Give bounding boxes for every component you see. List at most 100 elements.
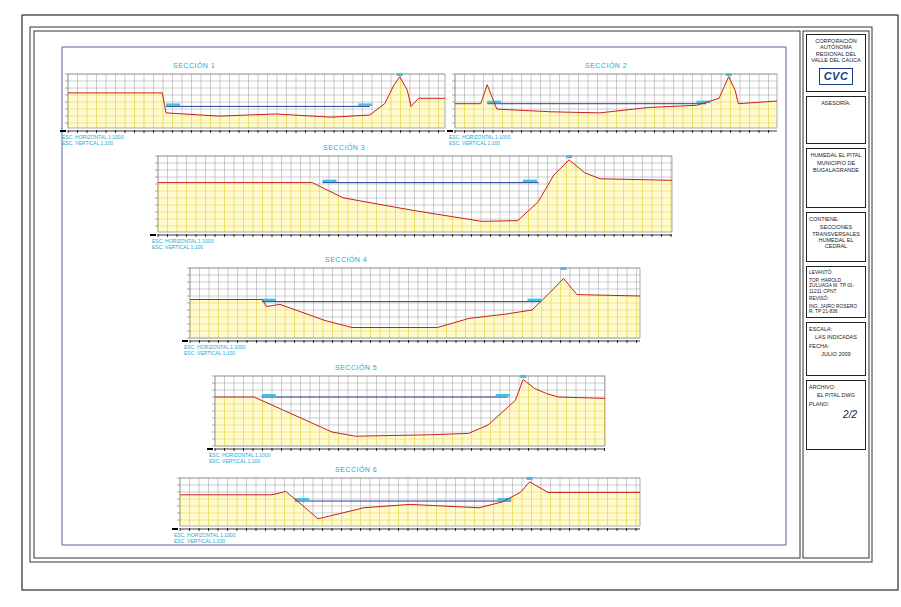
grid-border bbox=[68, 74, 445, 128]
cross-section-panel: SECCIÓN 2ESC. HORIZONTAL 1:1000ESC. VERT… bbox=[455, 74, 777, 128]
title-block-text: TOP. HAROLD ZULUAGA M. TP 01-11211 CPNT bbox=[809, 278, 863, 295]
terrain-profile bbox=[158, 160, 672, 222]
title-block-frame bbox=[803, 31, 869, 558]
title-block-text: ARCHIVO: bbox=[809, 384, 863, 390]
section-profile bbox=[207, 375, 605, 451]
crest-mark bbox=[561, 267, 567, 270]
water-level bbox=[295, 501, 511, 502]
scale-note: ESC. HORIZONTAL 1:1000 bbox=[449, 135, 510, 141]
title-block-cell: LEVANTÓ:TOP. HAROLD ZULUAGA M. TP 01-112… bbox=[806, 266, 866, 318]
cross-sections bbox=[60, 73, 777, 531]
grid bbox=[190, 268, 640, 338]
sheet-border bbox=[22, 15, 898, 590]
section-profile bbox=[182, 267, 640, 343]
level-mark bbox=[295, 498, 309, 501]
title-block-text: PLANO: bbox=[809, 401, 863, 407]
scale-note: ESC. VERTICAL 1:100 bbox=[184, 351, 235, 357]
terrain-profile bbox=[190, 279, 640, 328]
title-block-text: CORPORACIÓN AUTÓNOMA REGIONAL DEL VALLE … bbox=[809, 38, 863, 63]
ground-fill bbox=[190, 268, 640, 338]
scale-note: ESC. HORIZONTAL 1:1000 bbox=[152, 239, 213, 245]
scale-note: ESC. HORIZONTAL 1:1000 bbox=[174, 533, 235, 539]
grid-border bbox=[190, 268, 640, 338]
title-block-text: ASESORÍA: bbox=[821, 100, 851, 106]
cross-section-panel: SECCIÓN 3ESC. HORIZONTAL 1:1000ESC. VERT… bbox=[158, 156, 672, 232]
station-axis bbox=[207, 376, 605, 451]
station-axis bbox=[60, 74, 445, 133]
grid-border bbox=[180, 478, 640, 526]
scale-note: ESC. HORIZONTAL 1:1000 bbox=[209, 453, 270, 459]
cross-section-panel: SECCIÓN 5ESC. HORIZONTAL 1:1000ESC. VERT… bbox=[215, 376, 605, 446]
scale-note: ESC. VERTICAL 1:100 bbox=[449, 141, 500, 147]
title-block-cell: HUMEDAL EL PITAL MUNICIPIO DE BUGALAGRAND… bbox=[806, 148, 866, 208]
level-mark bbox=[496, 394, 510, 397]
title-block-cell: CORPORACIÓN AUTÓNOMA REGIONAL DEL VALLE … bbox=[806, 34, 866, 92]
section-title: SECCIÓN 2 bbox=[585, 62, 627, 70]
scale-note: ESC. VERTICAL 1:100 bbox=[62, 141, 113, 147]
cross-section-panel: SECCIÓN 1ESC. HORIZONTAL 1:1000ESC. VERT… bbox=[68, 74, 445, 128]
crest-mark bbox=[566, 155, 572, 158]
water-level bbox=[322, 182, 538, 183]
grid-border bbox=[158, 156, 672, 232]
station-axis bbox=[150, 156, 672, 237]
crest-mark bbox=[520, 375, 526, 378]
water-level bbox=[487, 103, 706, 104]
drawing-area bbox=[62, 47, 786, 545]
level-mark bbox=[262, 299, 276, 302]
title-block-text: EL PITAL.DWG bbox=[817, 392, 855, 398]
cross-section-panel: SECCIÓN 6ESC. HORIZONTAL 1:1000ESC. VERT… bbox=[180, 478, 640, 526]
section-title: SECCIÓN 1 bbox=[173, 62, 215, 70]
terrain-profile bbox=[215, 380, 605, 437]
scale-note: ESC. HORIZONTAL 1:1000 bbox=[184, 345, 245, 351]
level-mark bbox=[523, 180, 537, 183]
scale-note: ESC. VERTICAL 1:100 bbox=[209, 459, 260, 465]
terrain-profile bbox=[455, 77, 777, 113]
title-block-text: HUMEDAL EL PITAL bbox=[810, 152, 861, 158]
ground-fill bbox=[215, 376, 605, 446]
grid bbox=[158, 156, 671, 232]
section-profile bbox=[172, 477, 640, 531]
station-axis bbox=[172, 478, 640, 531]
terrain-profile bbox=[180, 482, 640, 519]
scale-note: ESC. HORIZONTAL 1:1000 bbox=[62, 135, 123, 141]
scale-note: ESC. VERTICAL 1:100 bbox=[152, 245, 203, 251]
water-level bbox=[262, 397, 508, 398]
title-block-cell: ESCALA:LAS INDICADASFECHA:JULIO 2009 bbox=[806, 322, 866, 376]
logo-text: CVC bbox=[819, 68, 854, 85]
title-block-cell: ASESORÍA: bbox=[806, 96, 866, 144]
ground-fill bbox=[68, 74, 445, 128]
title-block-text: 2/2 bbox=[843, 409, 857, 421]
title-block-text: SECCIONES TRANSVERSALES HUMEDAL EL CEDRA… bbox=[809, 224, 863, 249]
level-mark bbox=[322, 180, 336, 183]
water-level bbox=[166, 106, 370, 107]
station-axis bbox=[182, 268, 640, 343]
section-title: SECCIÓN 4 bbox=[325, 256, 367, 264]
grid bbox=[215, 376, 605, 446]
section-title: SECCIÓN 3 bbox=[323, 144, 365, 152]
level-mark bbox=[528, 299, 542, 302]
section-profile bbox=[447, 73, 777, 133]
frame-inner bbox=[34, 31, 800, 558]
frame-outer bbox=[30, 27, 872, 562]
section-profile bbox=[150, 155, 672, 237]
title-block-cell: CONTIENE:SECCIONES TRANSVERSALES HUMEDAL… bbox=[806, 212, 866, 262]
cross-section-panel: SECCIÓN 4ESC. HORIZONTAL 1:1000ESC. VERT… bbox=[190, 268, 640, 338]
grid-border bbox=[215, 376, 605, 446]
title-block-text: ING. JAIRO ROSERO R. TP 21-836 bbox=[809, 304, 863, 315]
section-title: SECCIÓN 5 bbox=[335, 364, 377, 372]
level-mark bbox=[358, 103, 372, 106]
level-mark bbox=[166, 103, 180, 106]
title-block-text: MUNICIPIO DE BUGALAGRANDE bbox=[809, 160, 863, 173]
section-title: SECCIÓN 6 bbox=[335, 466, 377, 474]
water-level bbox=[262, 301, 541, 302]
terrain-profile bbox=[68, 77, 445, 118]
crest-mark bbox=[397, 73, 403, 76]
ground-fill bbox=[158, 156, 672, 232]
title-block-text: REVISÓ: bbox=[809, 296, 863, 302]
title-block-cell: ARCHIVO: EL PITAL.DWG PLANO: 2/2 bbox=[806, 380, 866, 450]
scale-note: ESC. VERTICAL 1:100 bbox=[174, 539, 225, 545]
grid bbox=[215, 376, 605, 446]
section-profile bbox=[60, 73, 445, 133]
